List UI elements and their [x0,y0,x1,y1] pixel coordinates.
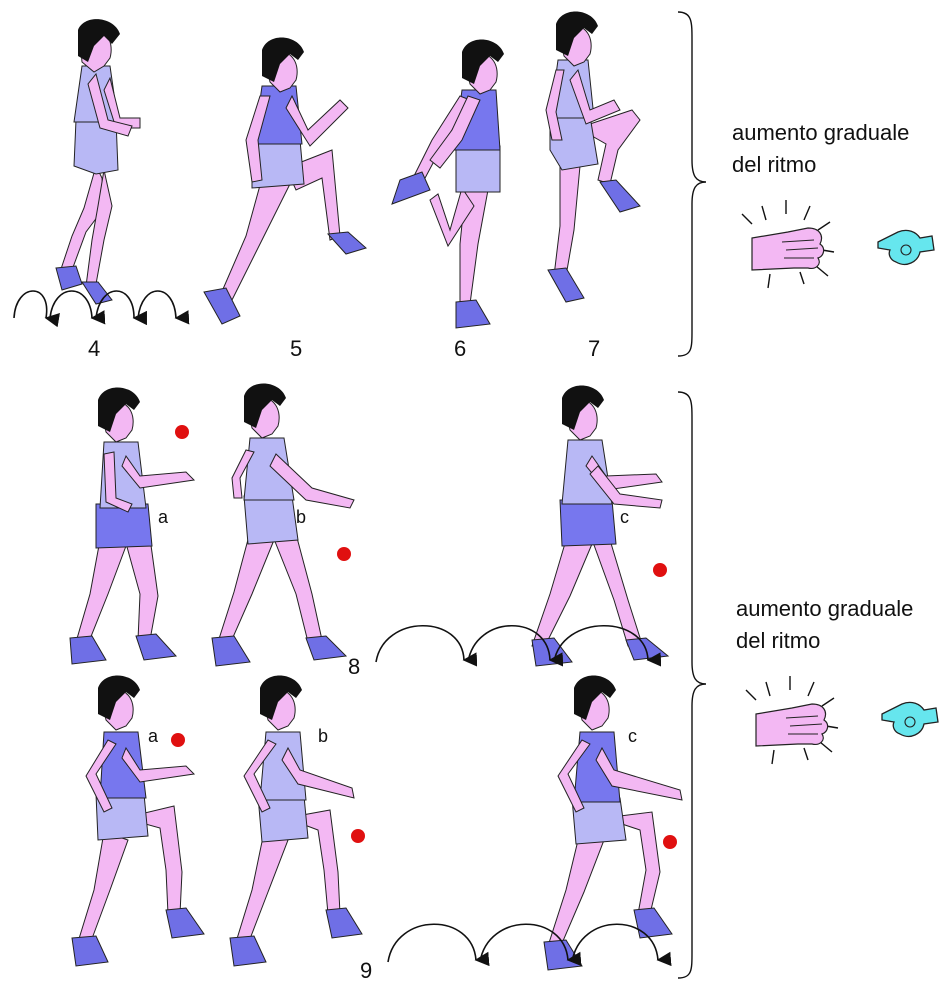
hop-arcs-8 [376,626,648,662]
top-note-line-2: del ritmo [732,152,816,177]
ball-8b [337,547,351,561]
clapping-hands-icon [742,200,834,288]
ball-9a [171,733,185,747]
label-8a: a [158,507,169,527]
figure-9a-runner [72,675,204,966]
label-8b: b [296,507,306,527]
whistle-icon [878,230,934,264]
row-number-8: 8 [348,654,360,679]
label-9c: c [628,726,637,746]
hop-arcs-9 [388,924,658,962]
ball-9b [351,829,365,843]
figure-5-runner [204,37,366,324]
label-9b: b [318,726,328,746]
figure-8a-runner [70,387,194,664]
figure-6-runner [392,39,504,328]
row-number-9: 9 [360,958,372,981]
figure-number-5: 5 [290,336,302,361]
clapping-hands-icon [746,676,838,764]
figure-4-runner [56,19,140,304]
ball-9c [663,835,677,849]
figure-7-runner [546,11,640,302]
whistle-icon [882,702,938,736]
top-figures [56,11,640,328]
bottom-note-line-1: aumento graduale [736,596,913,621]
ball-8a [175,425,189,439]
bottom-note-line-2: del ritmo [736,628,820,653]
figure-8c-runner [532,385,668,666]
ball-8c [653,563,667,577]
top-note-line-1: aumento graduale [732,120,909,145]
row-8-figures: a b c [70,383,668,666]
figure-8b-runner [212,383,354,666]
row-9-figures: a b c [72,675,682,970]
bottom-brace [678,392,706,978]
label-8c: c [620,507,629,527]
figure-9b-runner [230,675,362,966]
figure-9c-runner [544,675,682,970]
top-brace [678,12,706,356]
figure-number-7: 7 [588,336,600,361]
label-9a: a [148,726,159,746]
figure-number-6: 6 [454,336,466,361]
figure-number-4: 4 [88,336,100,361]
